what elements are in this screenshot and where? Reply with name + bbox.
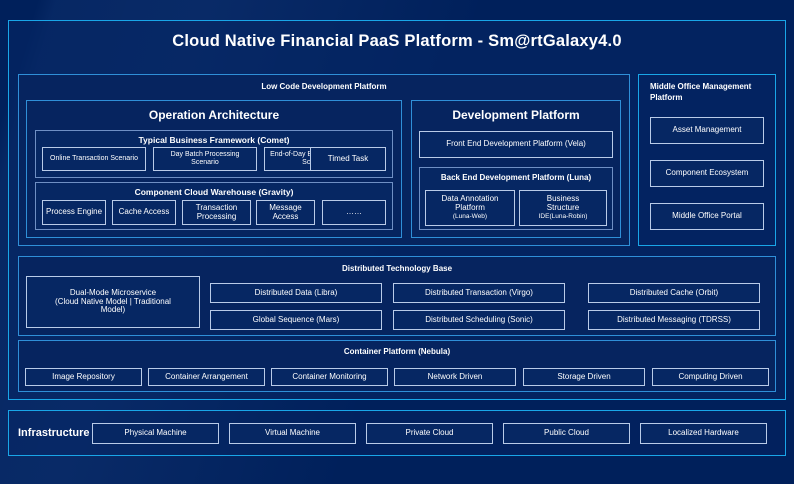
middle-office-chip[interactable]: Middle Office Portal (650, 203, 764, 230)
component-chip[interactable]: Transaction Processing (182, 200, 251, 225)
container-platform-header: Container Platform (Nebula) (343, 347, 451, 356)
container-platform-chip[interactable]: Computing Driven (652, 368, 769, 386)
chip-line-1: Dual-Mode Microservice (69, 287, 157, 297)
scenario-chip[interactable]: Day Batch Processing Scenario (153, 147, 257, 171)
page-title: Cloud Native Financial PaaS Platform - S… (172, 32, 622, 50)
component-chip[interactable]: Message Access (256, 200, 315, 225)
middle-office-chip[interactable]: Asset Management (650, 117, 764, 144)
component-cloud-warehouse-header: Component Cloud Warehouse (Gravity) (134, 187, 294, 197)
component-chip[interactable]: Cache Access (112, 200, 176, 225)
distributed-base-chip[interactable]: Distributed Transaction (Virgo) (393, 283, 565, 303)
container-platform-chip[interactable]: Container Monitoring (271, 368, 388, 386)
distributed-base-header: Distributed Technology Base (341, 264, 453, 273)
operation-architecture-header: Operation Architecture (148, 108, 280, 122)
container-platform-chip[interactable]: Container Arrangement (148, 368, 265, 386)
component-chip[interactable]: Process Engine (42, 200, 106, 225)
scenario-chip[interactable]: Online Transaction Scenario (42, 147, 146, 171)
infrastructure-chip[interactable]: Physical Machine (92, 423, 219, 444)
infrastructure-chip[interactable]: Public Cloud (503, 423, 630, 444)
back-end-platform-header: Back End Development Platform (Luna) (440, 173, 592, 182)
distributed-base-chip[interactable]: Distributed Data (Libra) (210, 283, 382, 303)
typical-business-framework-header: Typical Business Framework (Comet) (138, 135, 290, 145)
chip-line-3: (Luna-Web) (452, 213, 488, 221)
distributed-base-chip[interactable]: Distributed Scheduling (Sonic) (393, 310, 565, 330)
middle-office-header: Middle Office Management Platform (650, 82, 752, 102)
middle-office-chip[interactable]: Component Ecosystem (650, 160, 764, 187)
infrastructure-chip[interactable]: Private Cloud (366, 423, 493, 444)
scenario-chip[interactable]: Timed Task (310, 147, 386, 171)
chip-line-2: Platform (455, 203, 485, 213)
low-code-header: Low Code Development Platform (261, 82, 387, 91)
back-end-tool-chip[interactable]: Business Structure IDE(Luna-Robin) (519, 190, 607, 226)
container-platform-chip[interactable]: Network Driven (394, 368, 516, 386)
front-end-platform-chip[interactable]: Front End Development Platform (Vela) (419, 131, 613, 158)
container-platform-chip[interactable]: Storage Driven (523, 368, 645, 386)
container-platform-panel: Container Platform (Nebula) (18, 340, 776, 392)
chip-line-1: Business (546, 194, 580, 204)
chip-line-2: (Cloud Native Model | Traditional (55, 296, 171, 306)
distributed-base-chip[interactable]: Distributed Messaging (TDRSS) (588, 310, 760, 330)
container-platform-chip[interactable]: Image Repository (25, 368, 142, 386)
back-end-tool-chip[interactable]: Data Annotation Platform (Luna-Web) (425, 190, 515, 226)
component-chip-ellipsis[interactable]: …… (322, 200, 386, 225)
infrastructure-chip[interactable]: Localized Hardware (640, 423, 767, 444)
chip-line-3: Model) (100, 305, 126, 315)
distributed-base-chip[interactable]: Global Sequence (Mars) (210, 310, 382, 330)
chip-line-2: Structure (546, 203, 580, 213)
infrastructure-chip[interactable]: Virtual Machine (229, 423, 356, 444)
distributed-base-chip[interactable]: Distributed Cache (Orbit) (588, 283, 760, 303)
infrastructure-label: Infrastructure (18, 427, 90, 439)
dual-mode-microservice-chip[interactable]: Dual-Mode Microservice (Cloud Native Mod… (26, 276, 200, 328)
development-platform-header: Development Platform (452, 108, 580, 122)
chip-line-1: Data Annotation (441, 194, 499, 204)
chip-line-3: IDE(Luna-Robin) (538, 213, 588, 221)
